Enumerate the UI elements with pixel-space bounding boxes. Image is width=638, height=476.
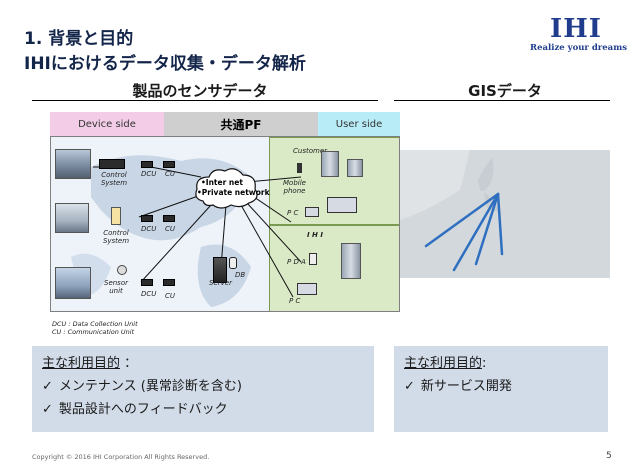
gis-purpose-item: ✓ 新サービス開発 — [404, 375, 598, 394]
sensor-icon — [117, 265, 127, 275]
logo-tagline: Realize your dreams — [530, 43, 627, 53]
pda-label: P D A — [287, 258, 306, 266]
cu-3-label: CU — [165, 292, 176, 300]
control-unit-1-icon — [99, 159, 125, 169]
ihi-label: I H I — [307, 231, 323, 239]
sensor-purpose-item-1-text: メンテナンス (異常診断を含む) — [58, 379, 242, 394]
mobile-phone-icon — [297, 163, 302, 173]
user-side-header: User side — [318, 112, 400, 136]
gis-data-heading: GISデータ — [468, 82, 542, 100]
sensor-purpose-item: ✓ メンテナンス (異常診断を含む) — [42, 375, 364, 394]
slide-title-line2: IHIにおけるデータ収集・データ解析 — [24, 54, 306, 74]
cu-2-icon — [163, 215, 175, 222]
ihi-pc-label: P C — [289, 297, 301, 305]
sensor-heading-rule — [32, 100, 378, 101]
sensor-purpose-item-2-text: 製品設計へのフィードバック — [58, 402, 228, 417]
sensor-purpose-heading: 主な利用目的 ： — [42, 352, 364, 371]
gis-map-graphic — [400, 150, 610, 278]
customer-pc-icon — [305, 207, 319, 217]
dcu-2-label: DCU — [141, 225, 157, 233]
mobile-phone-label: Mobile phone — [283, 179, 306, 195]
cloud-private-network-label: •Private network — [197, 188, 270, 197]
dcu-3-label: DCU — [141, 290, 157, 298]
gis-purpose-box: 主な利用目的: ✓ 新サービス開発 — [394, 346, 608, 432]
gis-purpose-heading: 主な利用目的: — [404, 352, 598, 371]
plant-facility-photo — [55, 203, 89, 233]
sensor-unit-label: Sensor unit — [104, 279, 128, 295]
sensor-purpose-item: ✓ 製品設計へのフィードバック — [42, 398, 364, 417]
control-system-2-label: Control System — [102, 229, 130, 245]
page-number: 5 — [606, 451, 612, 461]
city-facility-photo — [55, 149, 91, 179]
sensor-data-heading: 製品のセンサデータ — [132, 82, 268, 100]
network-cloud-icon — [195, 168, 258, 209]
cu-1-icon — [163, 161, 175, 168]
dcu-1-label: DCU — [141, 170, 157, 178]
ihi-building-icon — [341, 243, 361, 279]
slide-title-line1: 1. 背景と目的 — [24, 29, 134, 49]
gis-heading-rule — [394, 100, 610, 101]
cu-1-label: CU — [165, 170, 176, 178]
customer-label: Customer — [293, 147, 328, 155]
control-system-1-label: Control System — [100, 171, 128, 187]
diagram-map-area: Control System Control System Sensor uni… — [50, 136, 400, 312]
copyright-notice: Copyright © 2016 IHI Corporation All Rig… — [32, 453, 210, 461]
checkmark-icon: ✓ — [404, 379, 415, 394]
logo-mark: IHI — [550, 14, 602, 44]
dcu-footnote: DCU : Data Collection Unit — [52, 320, 138, 328]
gis-route-map — [400, 150, 610, 278]
device-side-header: Device side — [50, 112, 164, 136]
system-diagram: Device side 共通PF User side — [50, 112, 400, 337]
checkmark-icon: ✓ — [42, 402, 53, 417]
db-label: DB — [235, 271, 246, 279]
cu-3-icon — [163, 279, 175, 286]
customer-pc-label: P C — [287, 209, 299, 217]
ihi-pc-icon — [297, 283, 317, 295]
database-icon — [229, 257, 237, 269]
ihi-zone — [269, 225, 399, 311]
customer-house-icon — [347, 159, 363, 177]
cu-footnote: CU : Communication Unit — [52, 328, 135, 336]
bridge-photo — [55, 267, 91, 299]
dcu-3-icon — [141, 279, 153, 286]
sensor-purpose-heading-text: 主な利用目的 — [42, 356, 121, 371]
customer-building-icon — [321, 151, 339, 177]
cloud-internet-label: •Inter net — [201, 178, 243, 187]
checkmark-icon: ✓ — [42, 379, 53, 394]
cu-2-label: CU — [165, 225, 176, 233]
server-label: Server — [209, 279, 232, 287]
gis-purpose-heading-suffix: : — [482, 356, 487, 371]
controller-2-icon — [111, 207, 121, 225]
pda-icon — [309, 253, 317, 265]
common-platform-header: 共通PF — [164, 112, 318, 136]
sensor-purpose-heading-suffix: ： — [120, 356, 138, 371]
sensor-purpose-box: 主な利用目的 ： ✓ メンテナンス (異常診断を含む) ✓ 製品設計へのフィードバッ… — [32, 346, 374, 432]
customer-monitor-icon — [327, 197, 357, 213]
dcu-2-icon — [141, 215, 153, 222]
dcu-1-icon — [141, 161, 153, 168]
server-icon — [213, 257, 227, 283]
ihi-logo: IHI Realize your dreams — [530, 14, 627, 53]
gis-purpose-item-1-text: 新サービス開発 — [420, 379, 512, 394]
gis-purpose-heading-text: 主な利用目的 — [404, 356, 483, 371]
